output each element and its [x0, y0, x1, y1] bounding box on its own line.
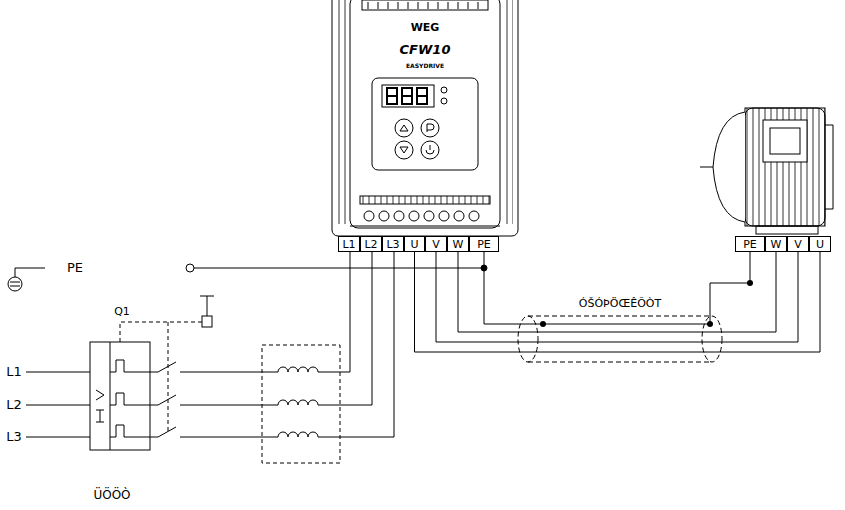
terminal-label: L3	[386, 238, 399, 251]
terminal-box: L1	[338, 236, 360, 252]
mains-supply-lines	[26, 252, 394, 463]
phase-label: L3	[4, 430, 24, 444]
motor-wire	[436, 252, 798, 342]
phase-label: L2	[4, 398, 24, 412]
terminal-label: L1	[342, 238, 355, 251]
terminal-box: U	[404, 236, 425, 252]
brand-logo: WEG	[409, 22, 442, 34]
terminal-label: U	[410, 238, 418, 251]
terminal-label: V	[794, 238, 802, 251]
model-name: CFW10	[398, 43, 453, 57]
motor-wire	[484, 252, 750, 324]
terminal-label: PE	[477, 238, 491, 251]
shielded-cable	[518, 316, 722, 362]
terminal-label: U	[816, 238, 824, 251]
device-tag: Q1	[112, 306, 132, 318]
motor-wire	[458, 252, 776, 332]
terminal-box: U	[809, 236, 831, 252]
earth-label: PE	[65, 261, 85, 275]
terminal-label: W	[771, 238, 782, 251]
motor-drawing	[700, 108, 833, 234]
terminal-box: PE	[469, 236, 499, 252]
motor-wire	[415, 252, 821, 352]
inverter-drawing	[332, 0, 518, 236]
terminal-label: W	[453, 238, 464, 251]
phase-label: L1	[4, 365, 24, 379]
terminal-box: V	[425, 236, 447, 252]
terminal-label: PE	[743, 238, 757, 251]
cable-label: ÓŠÓÞÖŒÊÕÒT	[577, 298, 663, 310]
terminal-box: L3	[382, 236, 404, 252]
terminal-box: L2	[360, 236, 382, 252]
series-name: EASYDRIVE	[404, 63, 446, 70]
terminal-box: V	[787, 236, 809, 252]
terminal-box: PE	[735, 236, 765, 252]
terminal-label: V	[432, 238, 440, 251]
note-text: ÜÖÖÒ	[91, 489, 132, 502]
terminal-box: W	[447, 236, 469, 252]
terminal-box: W	[765, 236, 787, 252]
terminal-label: L2	[364, 238, 377, 251]
junction-dots	[540, 280, 753, 327]
